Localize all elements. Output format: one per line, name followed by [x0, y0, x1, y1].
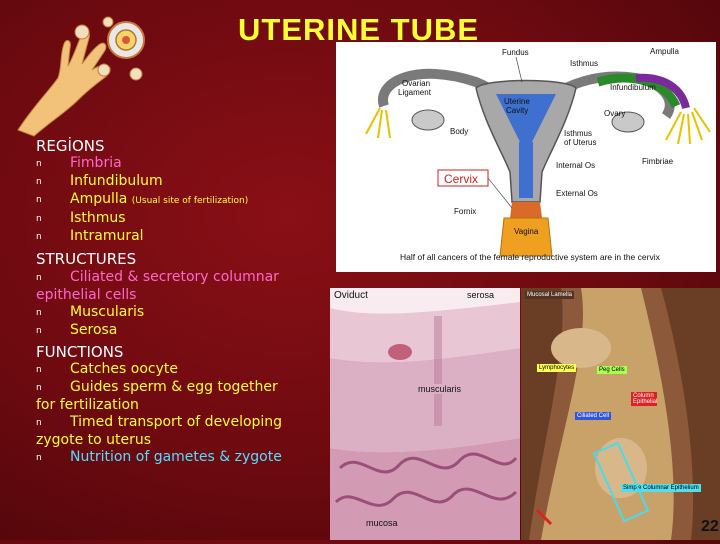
cervix-label: Cervix [444, 172, 478, 186]
list-item-continuation: epithelial cells [36, 287, 137, 303]
serosa-label: serosa [467, 290, 495, 300]
regions-heading: REGİONS [36, 137, 105, 155]
list-item-continuation: for fertilization [36, 397, 139, 413]
bullet-icon: n [36, 232, 42, 242]
peg-cells-tag: Peg Cells [597, 366, 627, 374]
svg-text:Ligament: Ligament [398, 88, 432, 97]
mucosal-lamella-tag: Mucosal Lamella [525, 291, 575, 299]
bullet-icon: n [36, 418, 42, 428]
svg-text:Fornix: Fornix [454, 207, 476, 216]
svg-text:External Os: External Os [556, 189, 598, 198]
hand-flower-logo-icon [17, 16, 145, 137]
svg-text:Ampulla: Ampulla [650, 47, 679, 56]
lymphocytes-tag: Lymphocytes [537, 364, 577, 372]
list-item-continuation: zygote to uterus [36, 432, 152, 448]
bullet-icon: n [36, 273, 42, 283]
flower-icon [107, 21, 145, 59]
svg-text:Ovarian: Ovarian [402, 79, 430, 88]
diagram-caption: Half of all cancers of the female reprod… [400, 252, 661, 262]
epithelium-histology-image: Mucosal Lamella Lymphocytes Peg Cells Ci… [521, 288, 720, 540]
svg-text:Body: Body [450, 127, 468, 136]
page-title: UTERINE TUBE [238, 12, 480, 47]
svg-text:Infundibulum: Infundibulum [610, 83, 656, 92]
structures-heading: STRUCTURES [36, 250, 137, 268]
bullet-icon: n [36, 177, 42, 187]
mucosa-label: mucosa [366, 518, 398, 528]
svg-text:Cavity: Cavity [506, 106, 528, 115]
bullet-icon: n [36, 365, 42, 375]
bullet-icon: n [36, 383, 42, 393]
svg-text:Isthmus: Isthmus [564, 129, 592, 138]
bullet-icon: n [36, 453, 42, 463]
bullet-icon: n [36, 326, 42, 336]
uterus-diagram-panel: Fundus Ampulla Isthmus Ovarian Ligament … [336, 42, 716, 272]
uterus-diagram: Fundus Ampulla Isthmus Ovarian Ligament … [336, 42, 716, 272]
svg-text:Fundus: Fundus [502, 48, 529, 57]
svg-text:Ovary: Ovary [604, 109, 625, 118]
ciliated-cell-tag: Ciliated Cell [575, 412, 612, 420]
column-epithelial-tag: Column Epithelial [631, 392, 658, 406]
svg-text:Isthmus: Isthmus [570, 59, 598, 68]
oviduct-histology-image: Oviduct serosa muscularis mucosa [330, 288, 520, 540]
svg-text:Fimbriae: Fimbriae [642, 157, 674, 166]
oviduct-label: Oviduct [334, 290, 368, 301]
simple-columnar-tag: Simple Columnar Epithelium [621, 484, 701, 492]
bullet-icon: n [36, 159, 42, 169]
bullet-icon: n [36, 308, 42, 318]
page-number: 22 [701, 518, 719, 535]
svg-text:of Uterus: of Uterus [564, 138, 596, 147]
svg-text:Vagina: Vagina [514, 227, 539, 236]
svg-text:Uterine: Uterine [504, 97, 530, 106]
bullet-icon: n [36, 195, 42, 205]
functions-heading: FUNCTIONS [36, 343, 124, 361]
muscularis-label: muscularis [418, 384, 462, 394]
bullet-icon: n [36, 214, 42, 224]
svg-text:Internal Os: Internal Os [556, 161, 595, 170]
